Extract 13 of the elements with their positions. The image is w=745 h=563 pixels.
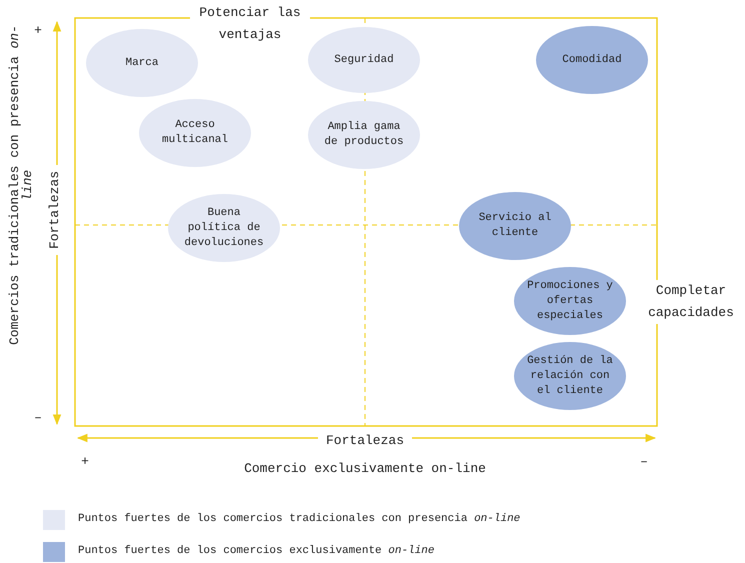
strength-ellipse: Promociones y ofertas especiales xyxy=(514,267,626,335)
strength-ellipse: Comodidad xyxy=(536,26,648,94)
strength-ellipse: Acceso multicanal xyxy=(139,99,251,167)
strength-ellipse: Servicio al cliente xyxy=(459,192,571,260)
strength-ellipse: Marca xyxy=(86,29,198,97)
legend-text: Puntos fuertes de los comercios tradicionales con presencia on-line xyxy=(78,513,520,525)
axis-label: Fortalezas xyxy=(48,165,61,255)
strength-ellipse: Seguridad xyxy=(308,27,420,93)
legend-text: Puntos fuertes de los comercios exclusivamente on-line xyxy=(78,545,434,557)
strength-ellipse: Buena política de devoluciones xyxy=(168,194,280,262)
strength-ellipse: Amplia gama de productos xyxy=(308,101,420,169)
axis-title: Comercios tradicionales con presencia on-line xyxy=(8,25,34,345)
strength-ellipse: Gestión de la relación con el cliente xyxy=(514,342,626,410)
